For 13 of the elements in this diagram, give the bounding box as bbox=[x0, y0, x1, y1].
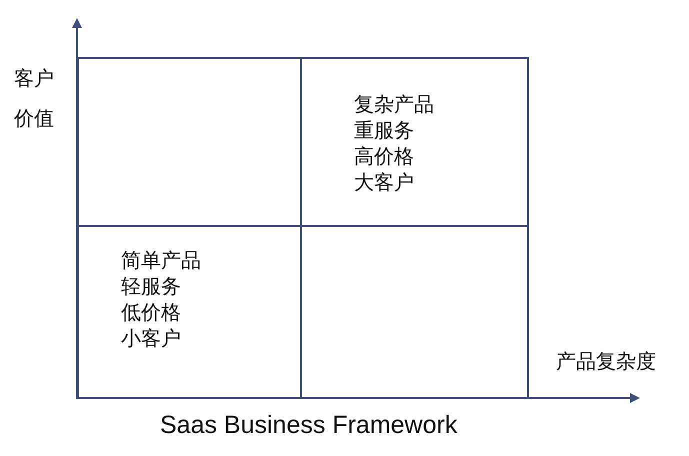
quadrant-text: 大客户 bbox=[354, 169, 414, 195]
quadrant-text: 简单产品 bbox=[121, 247, 201, 273]
quadrant-box bbox=[77, 57, 302, 227]
quadrant-text: 小客户 bbox=[121, 325, 181, 351]
quadrant-text: 轻服务 bbox=[121, 273, 181, 299]
title: Saas Business Framework bbox=[160, 411, 458, 440]
quadrant-text: 重服务 bbox=[354, 117, 414, 143]
quadrant-text: 高价格 bbox=[354, 143, 414, 169]
quadrant-text: 复杂产品 bbox=[354, 91, 434, 117]
quadrant-box bbox=[300, 57, 529, 227]
x-axis-label: 产品复杂度 bbox=[556, 348, 656, 374]
y-axis-label: 客户价值 bbox=[14, 65, 55, 132]
quadrant-text: 低价格 bbox=[121, 299, 181, 325]
